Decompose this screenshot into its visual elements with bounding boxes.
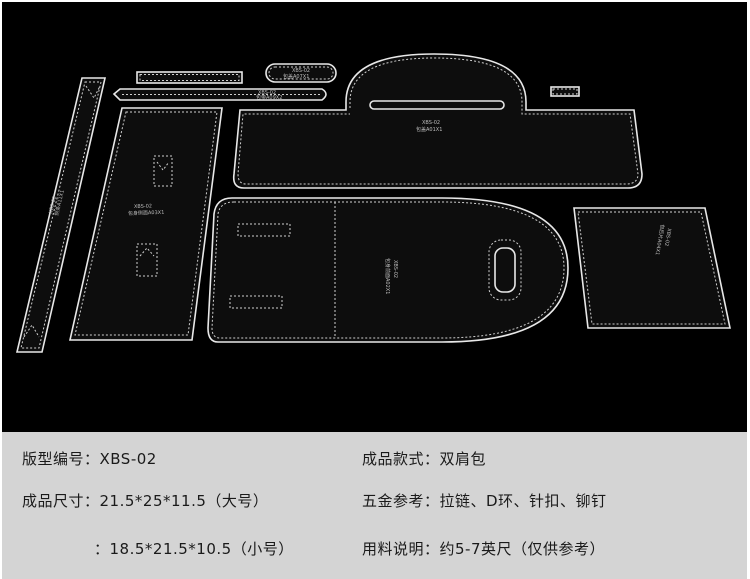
thin-strap-part: 包带A09X2 — [256, 94, 282, 101]
spec-hardware: 五金参考：拉链、D环、针扣、铆钉 — [362, 492, 607, 510]
pattern-photo: XBS-02 侧条A11X1 XBS-02 包身侧面A03X1 — [2, 2, 747, 432]
thin-strap-piece: XBS-02 包带A09X2 — [112, 88, 327, 101]
back-label: XBS-02 — [663, 228, 672, 247]
back-piece: XBS-02 包后片A04X1 — [573, 207, 731, 329]
small-tag-label: XBS-02 — [292, 68, 310, 74]
flap-part: 包盖A01X1 — [416, 126, 442, 133]
spec-style: 成品款式：双肩包 — [362, 450, 487, 468]
flap-piece: XBS-02 包盖A01X1 — [232, 53, 643, 189]
tiny-tab-piece — [550, 86, 580, 97]
side-panel-piece: XBS-02 包身侧面A03X1 — [69, 107, 223, 341]
pattern-pieces-illustration: XBS-02 侧条A11X1 XBS-02 包身侧面A03X1 — [15, 53, 731, 353]
long-strap-label: XBS-02 — [48, 195, 58, 214]
side-panel-label: XBS-02 — [134, 203, 152, 210]
long-strap-piece: XBS-02 侧条A11X1 — [15, 77, 107, 353]
spec-material: 用料说明：约5-7英尺（仅供参考） — [362, 540, 606, 558]
body-part: 包身前面A02X1 — [384, 258, 391, 294]
body-piece: XBS-02 包身前面A02X1 — [207, 197, 569, 343]
spec-size-large: 成品尺寸：21.5*25*11.5（大号） — [22, 492, 269, 510]
buckle-strip-piece — [136, 71, 243, 84]
spec-panel: 版型编号：XBS-02 成品款式：双肩包 成品尺寸：21.5*25*11.5（大… — [2, 432, 747, 579]
side-panel-part: 包身侧面A03X1 — [128, 209, 165, 217]
small-tag-part: 包盖A07X1 — [283, 73, 309, 80]
spec-pattern-no: 版型编号：XBS-02 — [22, 450, 157, 468]
small-tag-piece: XBS-02 包盖A07X1 — [265, 63, 337, 83]
spec-size-small: ：18.5*21.5*10.5（小号） — [94, 540, 294, 558]
thin-strap-label: XBS-02 — [258, 90, 276, 96]
body-label: XBS-02 — [392, 260, 398, 278]
flap-label: XBS-02 — [422, 120, 440, 126]
